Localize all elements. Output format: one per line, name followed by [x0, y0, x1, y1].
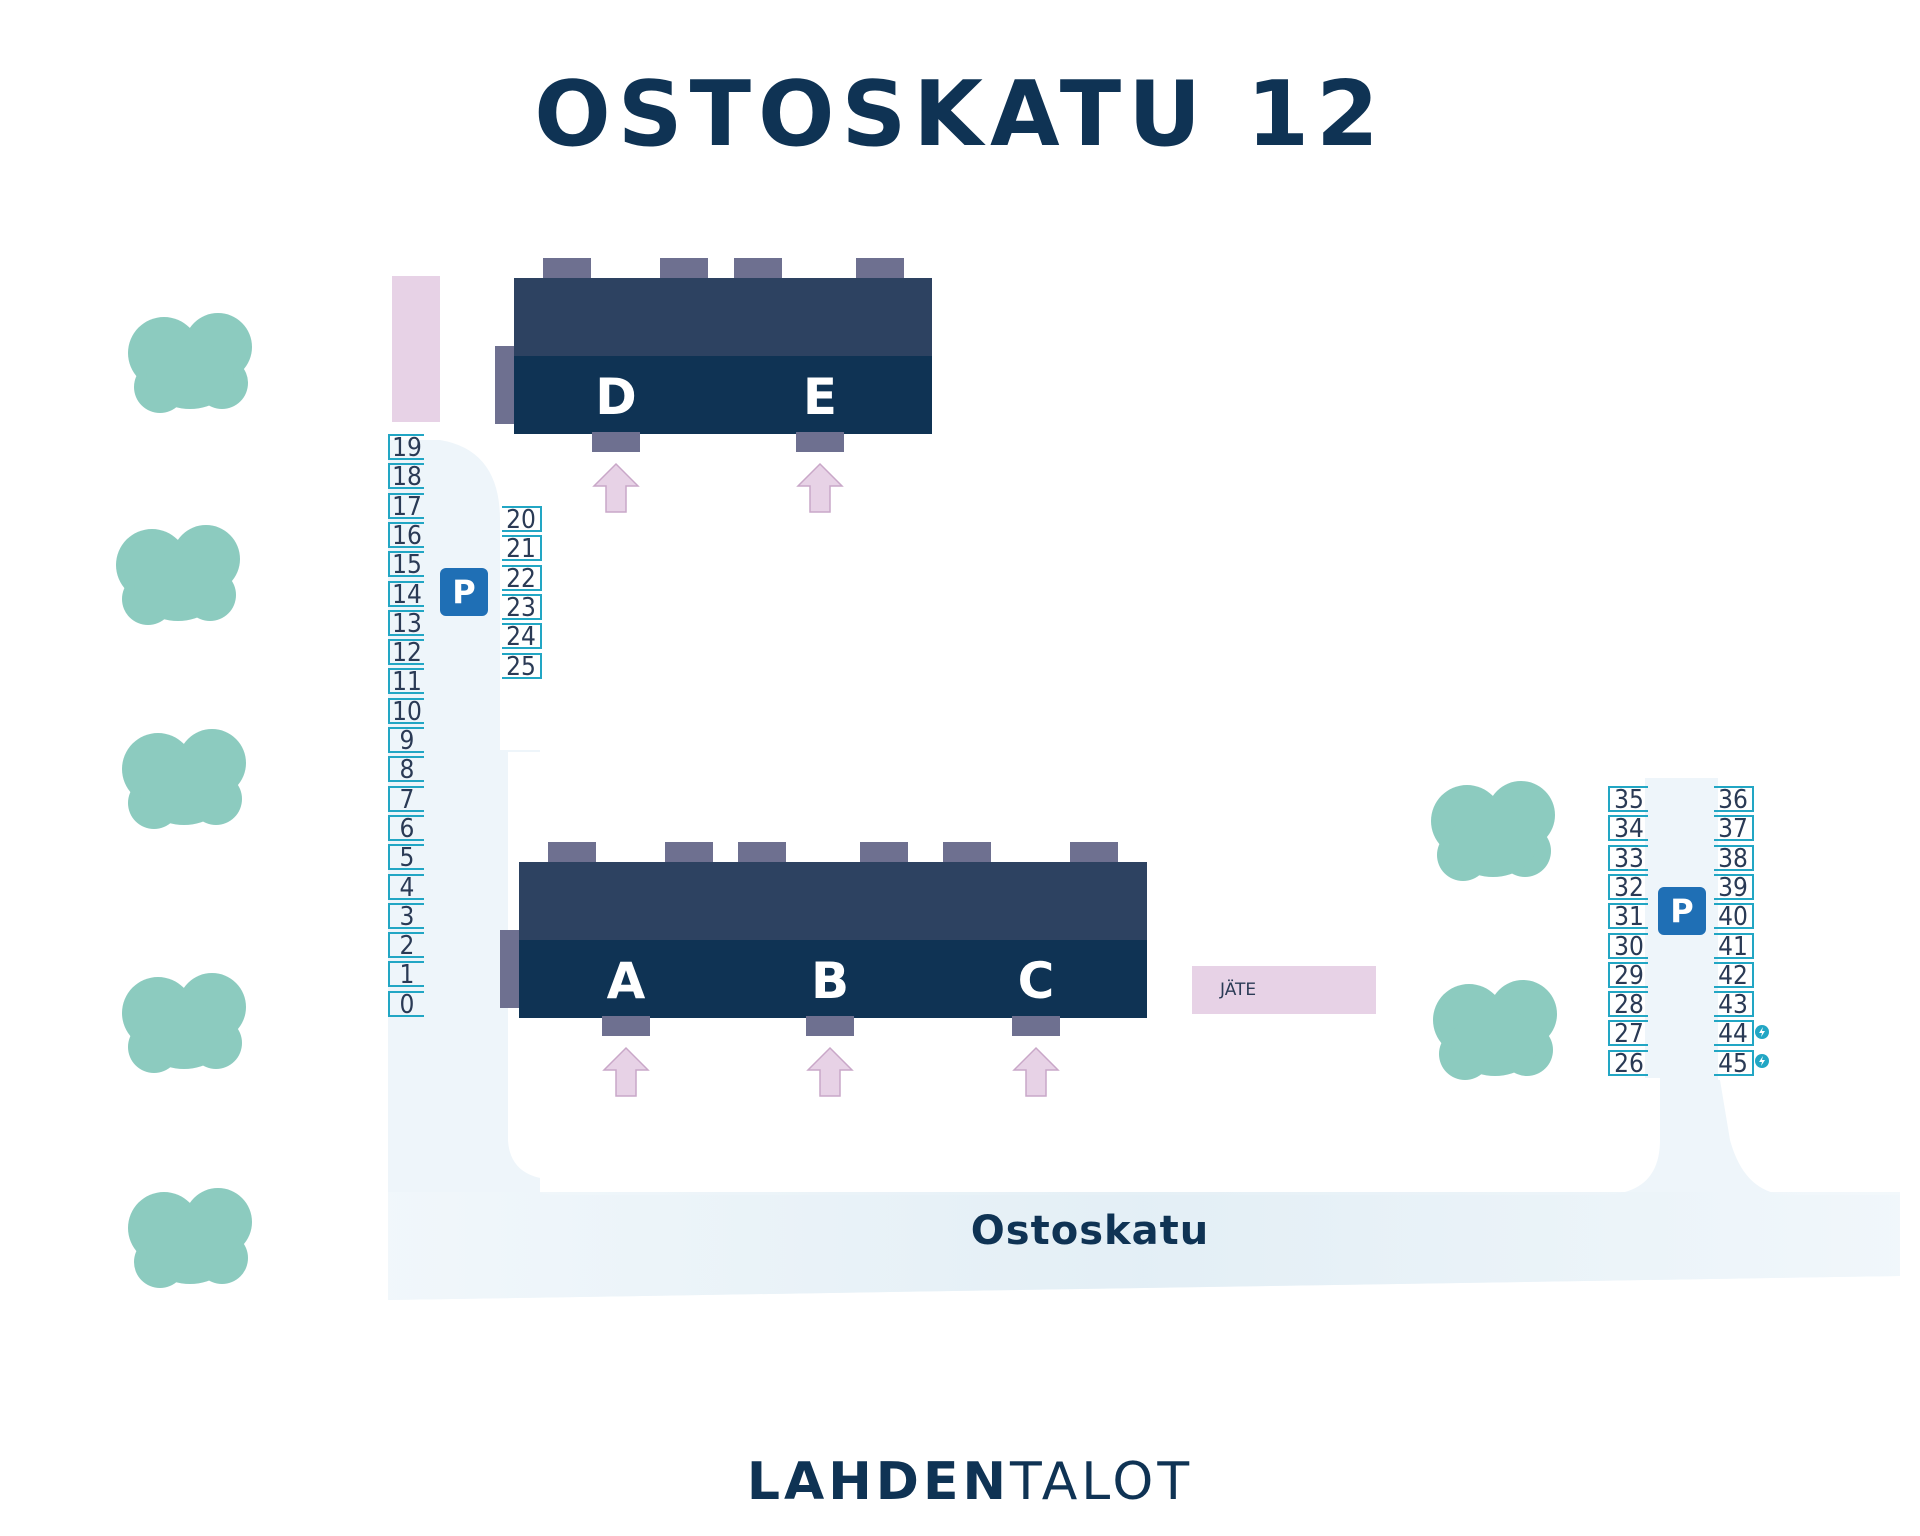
parking-sign-right: P	[1658, 887, 1706, 935]
parking-spot-6: 6	[388, 814, 424, 842]
parking-spot-42: 42	[1714, 961, 1754, 989]
logo-bold: LAHDEN	[746, 1452, 1010, 1512]
building-de	[495, 258, 932, 513]
parking-spot-17: 17	[388, 492, 424, 520]
tree-icon	[116, 525, 240, 625]
parking-spot-32: 32	[1608, 873, 1648, 901]
bike-shelter	[392, 276, 440, 422]
parking-spot-8: 8	[388, 756, 424, 783]
entry-arrow-icon	[593, 463, 639, 513]
tree-icon	[1433, 980, 1557, 1080]
parking-spot-2: 2	[388, 932, 424, 959]
parking-spot-9: 9	[388, 727, 424, 754]
building-abc	[500, 842, 1147, 1097]
parking-spot-25: 25	[502, 652, 542, 680]
parking-spot-26: 26	[1608, 1049, 1648, 1077]
parking-spot-41: 41	[1714, 932, 1754, 960]
waste-area: JÄTE	[1192, 966, 1376, 1014]
parking-spot-18: 18	[388, 463, 424, 490]
parking-spot-24: 24	[502, 623, 542, 650]
parking-sign-left: P	[440, 568, 488, 616]
parking-spot-35: 35	[1608, 786, 1648, 813]
company-logo: LAHDENTALOT	[700, 1452, 1240, 1512]
building-label-e: E	[802, 368, 838, 426]
parking-spot-23: 23	[502, 593, 542, 621]
parking-spot-10: 10	[388, 697, 424, 725]
logo-light: TALOT	[1010, 1452, 1194, 1512]
building-label-b: B	[810, 952, 850, 1010]
parking-spot-11: 11	[388, 668, 424, 695]
parking-spot-12: 12	[388, 639, 424, 666]
parking-spot-21: 21	[502, 535, 542, 562]
parking-spot-14: 14	[388, 580, 424, 608]
parking-spot-3: 3	[388, 902, 424, 930]
parking-spot-40: 40	[1714, 903, 1754, 930]
parking-spot-4: 4	[388, 873, 424, 901]
tree-icon	[122, 973, 246, 1073]
parking-spot-43: 43	[1714, 991, 1754, 1018]
tree-icon	[122, 729, 246, 829]
parking-spot-44: 44	[1714, 1020, 1754, 1047]
parking-spot-27: 27	[1608, 1020, 1648, 1047]
page-title: OSTOSKATU 12	[534, 62, 1386, 167]
parking-spot-31: 31	[1608, 903, 1648, 930]
parking-spot-34: 34	[1608, 815, 1648, 842]
parking-spot-0: 0	[388, 990, 424, 1018]
street-label: Ostoskatu	[970, 1208, 1210, 1254]
parking-spot-37: 37	[1714, 815, 1754, 842]
parking-spot-29: 29	[1608, 961, 1648, 989]
building-label-d: D	[595, 368, 637, 426]
building-label-c: C	[1017, 952, 1055, 1010]
entry-arrow-icon	[797, 463, 843, 513]
parking-spot-13: 13	[388, 609, 424, 637]
parking-spot-15: 15	[388, 551, 424, 578]
parking-spot-39: 39	[1714, 873, 1754, 901]
parking-spot-16: 16	[388, 521, 424, 549]
tree-icon	[128, 313, 252, 413]
parking-spot-36: 36	[1714, 786, 1754, 813]
parking-spot-5: 5	[388, 844, 424, 871]
parking-spot-28: 28	[1608, 991, 1648, 1018]
tree-group-left	[116, 313, 252, 1288]
parking-spot-1: 1	[388, 961, 424, 988]
parking-spot-45: 45	[1714, 1049, 1754, 1077]
street-ostoskatu	[388, 1192, 1900, 1300]
ev-charging-icons	[1755, 1025, 1769, 1068]
parking-spot-30: 30	[1608, 932, 1648, 960]
parking-spot-19: 19	[388, 434, 424, 461]
parking-spot-20: 20	[502, 506, 542, 533]
parking-spot-33: 33	[1608, 844, 1648, 872]
parking-spot-7: 7	[388, 785, 424, 813]
tree-icon	[128, 1188, 252, 1288]
tree-icon	[1431, 781, 1555, 881]
parking-spot-22: 22	[502, 564, 542, 592]
parking-spot-38: 38	[1714, 844, 1754, 872]
building-label-a: A	[606, 952, 646, 1010]
